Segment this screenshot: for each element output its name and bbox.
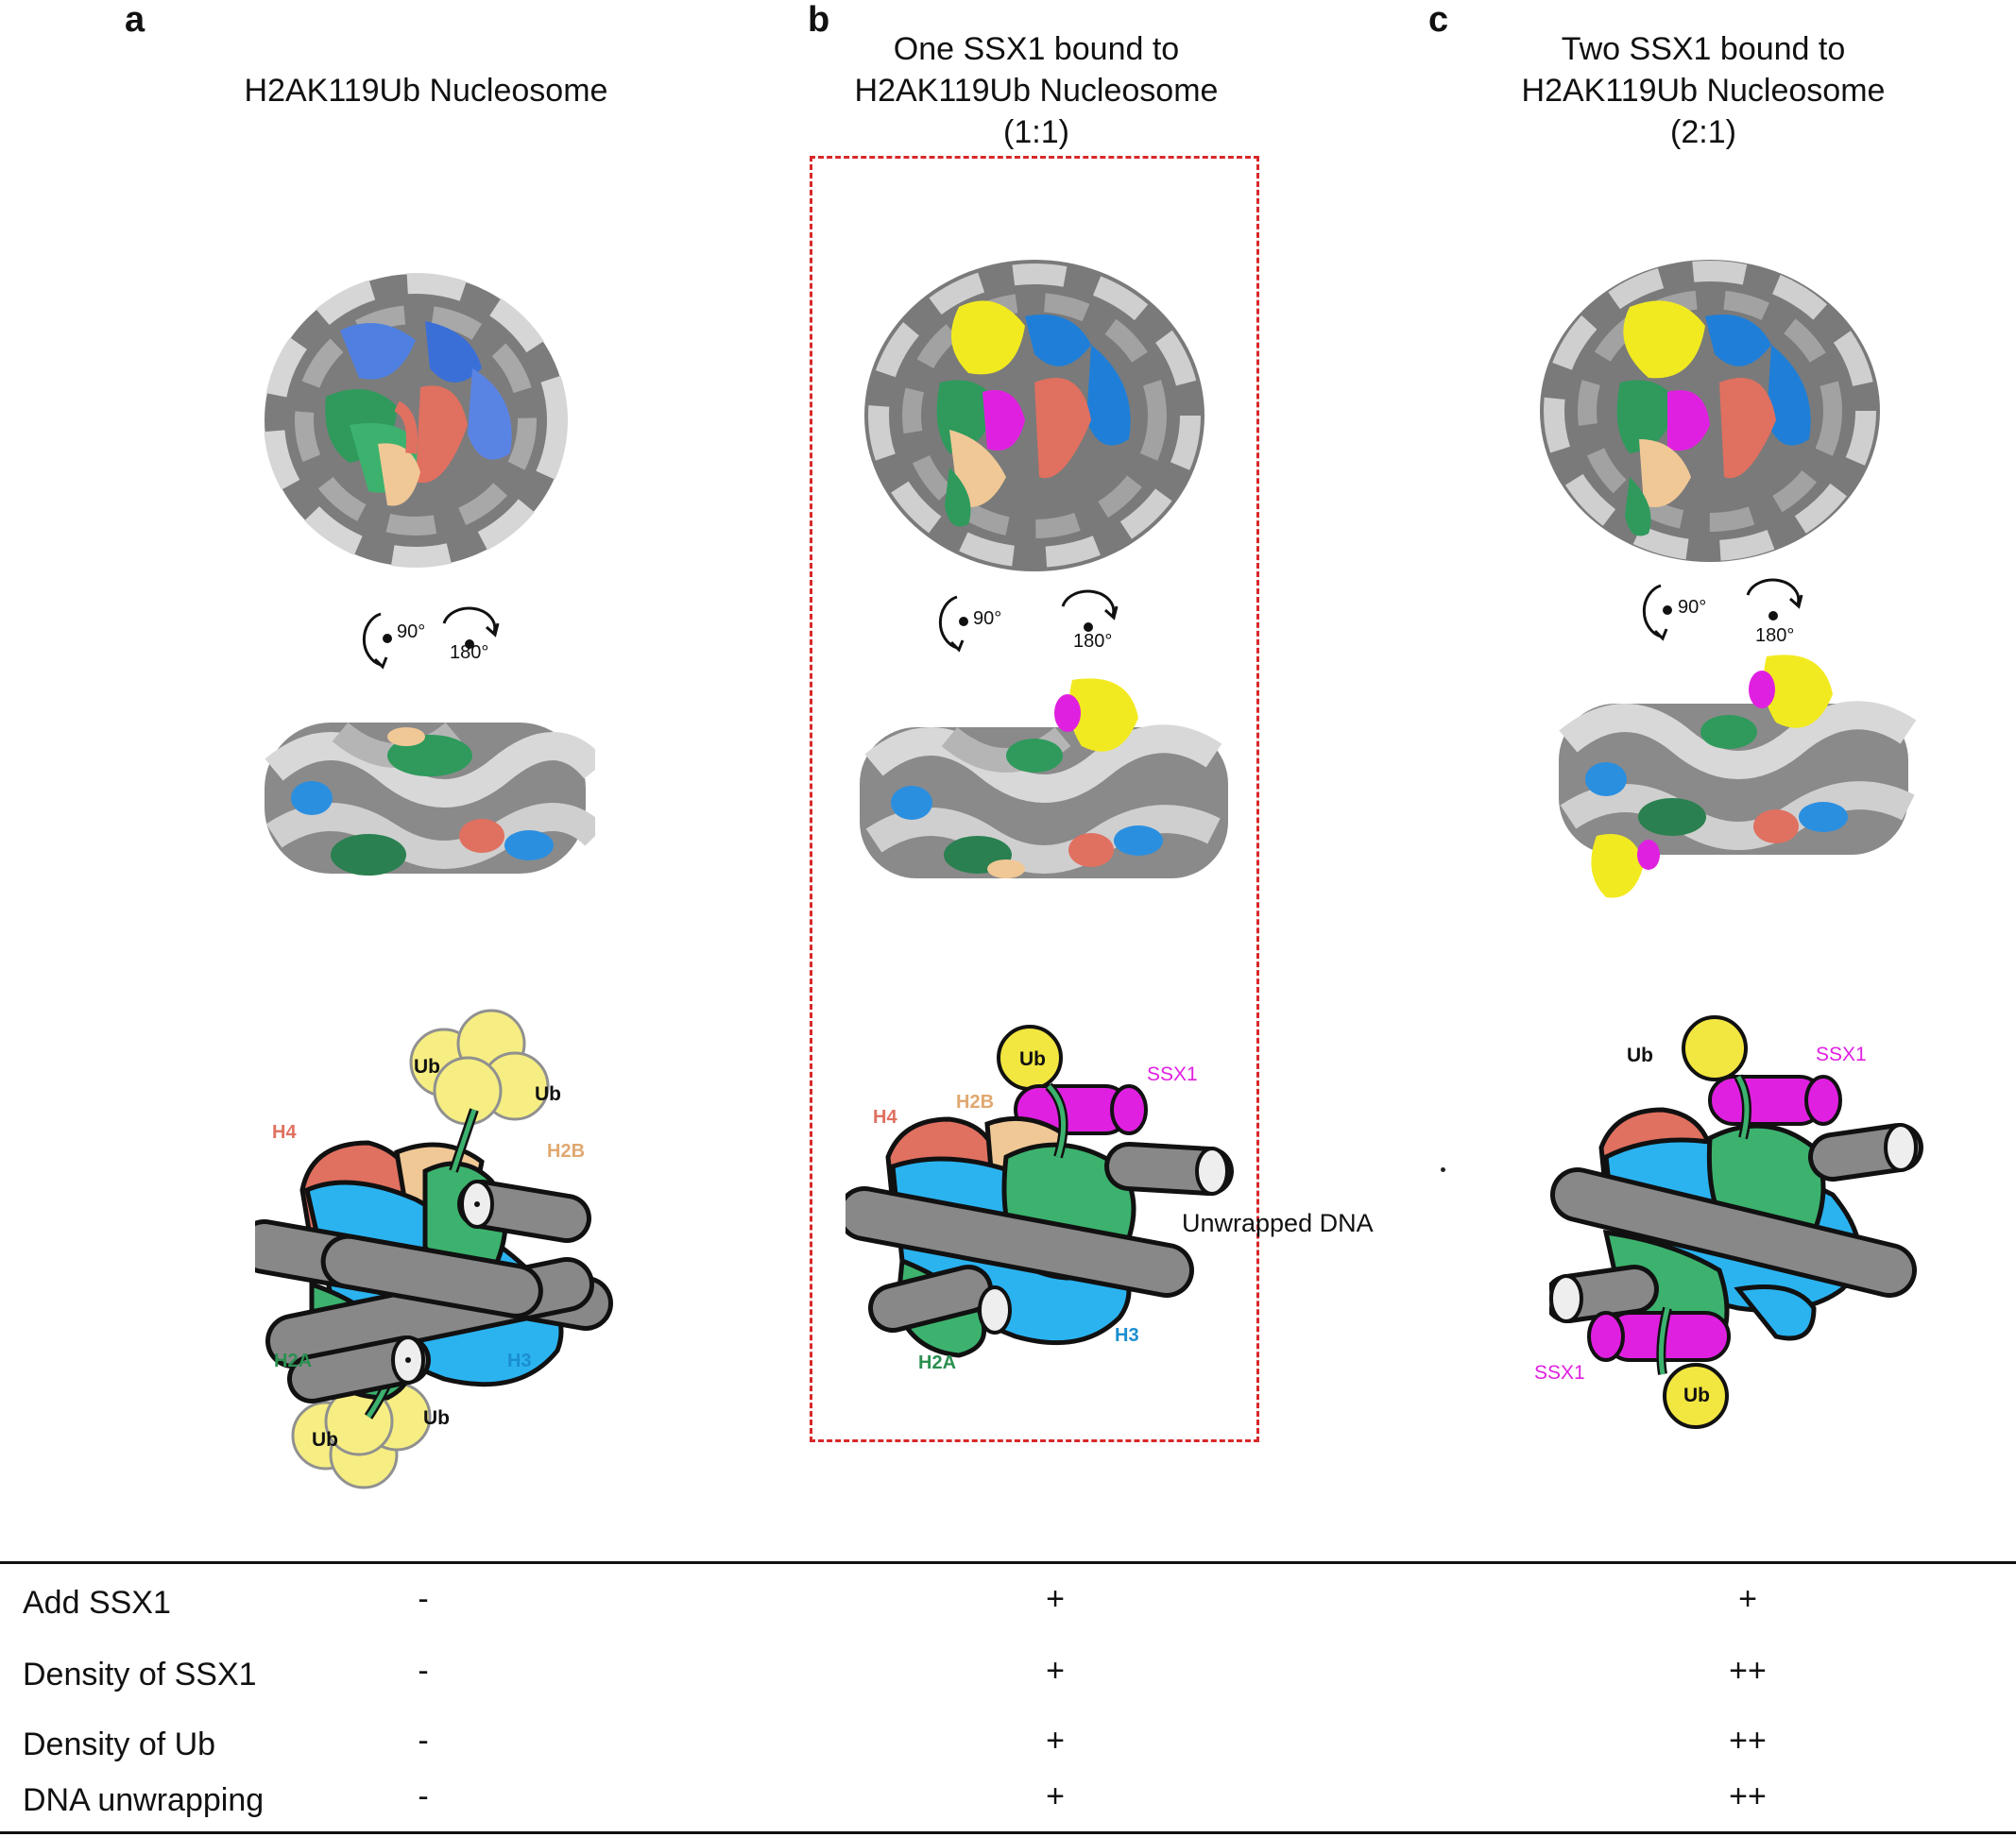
h3-label: H3 xyxy=(1115,1325,1139,1346)
rotation-90-label: 90° xyxy=(1678,597,1707,618)
ub-label: Ub xyxy=(1019,1048,1046,1070)
panel-b-title-line: (1:1) xyxy=(1003,114,1069,150)
panel-a-side-view-map xyxy=(265,722,595,876)
ub-label: Ub xyxy=(1683,1385,1710,1406)
cell-b: + xyxy=(1046,1653,1065,1689)
rotation-icon xyxy=(1642,578,1803,641)
h2b-label: H2B xyxy=(547,1141,586,1162)
cell-b: + xyxy=(1046,1778,1065,1814)
h2a-label: H2A xyxy=(918,1352,957,1373)
cell-a: - xyxy=(418,1653,429,1689)
h2b-label: H2B xyxy=(956,1092,995,1113)
rotation-90-label: 90° xyxy=(973,608,1002,629)
ssx1-label: SSX1 xyxy=(1816,1044,1867,1065)
panel-c-title-line: H2AK119Ub Nucleosome xyxy=(1521,73,1886,109)
panel-c-title: Two SSX1 bound to H2AK119Ub Nucleosome (… xyxy=(1439,28,1968,153)
row-label: DNA unwrapping xyxy=(23,1782,265,1818)
ub-label: Ub xyxy=(414,1056,440,1078)
cell-c: ++ xyxy=(1729,1653,1767,1689)
panel-c-side-view-map xyxy=(1559,655,1917,898)
rotation-180-label: 180° xyxy=(450,642,489,663)
row-label: Density of Ub xyxy=(23,1726,216,1762)
table-bottom-rule xyxy=(0,1831,2016,1834)
ub-label: Ub xyxy=(423,1407,450,1429)
h4-label: H4 xyxy=(873,1107,897,1128)
h3-label: H3 xyxy=(507,1351,532,1371)
row-label: Density of SSX1 xyxy=(23,1657,257,1692)
rotation-180-label: 180° xyxy=(1755,625,1795,646)
panel-b-title: One SSX1 bound to H2AK119Ub Nucleosome (… xyxy=(772,28,1301,153)
cell-a: - xyxy=(418,1723,429,1759)
panel-a-top-view-map xyxy=(264,273,568,568)
panel-letter-a: a xyxy=(125,0,145,40)
rotation-icon xyxy=(938,589,1119,653)
cell-a: - xyxy=(418,1581,429,1617)
cell-c: + xyxy=(1738,1581,1757,1617)
cell-c: ++ xyxy=(1729,1778,1767,1814)
panel-a-title: H2AK119Ub Nucleosome xyxy=(162,70,691,111)
ub-label: Ub xyxy=(1627,1045,1653,1066)
ssx1-label: SSX1 xyxy=(1534,1362,1585,1384)
panel-b-top-view-map xyxy=(864,260,1204,571)
panel-b-cartoon xyxy=(846,1025,1234,1358)
panel-b-title-line: H2AK119Ub Nucleosome xyxy=(854,73,1219,109)
panel-b-side-view-map xyxy=(860,678,1228,878)
panel-c-title-line: Two SSX1 bound to xyxy=(1561,31,1846,67)
panel-c-top-view-map xyxy=(1540,260,1880,562)
unwrapped-dna-label: Unwrapped DNA xyxy=(1182,1209,1374,1237)
panel-a-title-line: H2AK119Ub Nucleosome xyxy=(244,73,608,109)
h4-label: H4 xyxy=(272,1122,297,1143)
panel-a-cartoon xyxy=(255,1009,613,1489)
ub-label: Ub xyxy=(312,1429,338,1451)
ub-label: Ub xyxy=(535,1083,561,1105)
ssx1-label: SSX1 xyxy=(1147,1063,1198,1085)
panel-letter-b: b xyxy=(808,0,830,40)
rotation-icon xyxy=(362,606,500,670)
row-label: Add SSX1 xyxy=(23,1585,171,1621)
stray-dot xyxy=(1441,1167,1445,1172)
highlight-box xyxy=(810,156,1259,1442)
panel-b-title-line: One SSX1 bound to xyxy=(893,31,1180,67)
cell-b: + xyxy=(1046,1723,1065,1759)
rotation-90-label: 90° xyxy=(397,621,426,642)
rotation-180-label: 180° xyxy=(1073,631,1113,652)
table-top-rule xyxy=(0,1561,2016,1564)
cell-a: - xyxy=(418,1778,429,1814)
h2a-label: H2A xyxy=(274,1351,313,1371)
cell-c: ++ xyxy=(1729,1723,1767,1759)
panel-c-title-line: (2:1) xyxy=(1670,114,1736,150)
cell-b: + xyxy=(1046,1581,1065,1617)
panel-letter-c: c xyxy=(1428,0,1449,40)
panel-c-cartoon xyxy=(1549,1015,1923,1429)
